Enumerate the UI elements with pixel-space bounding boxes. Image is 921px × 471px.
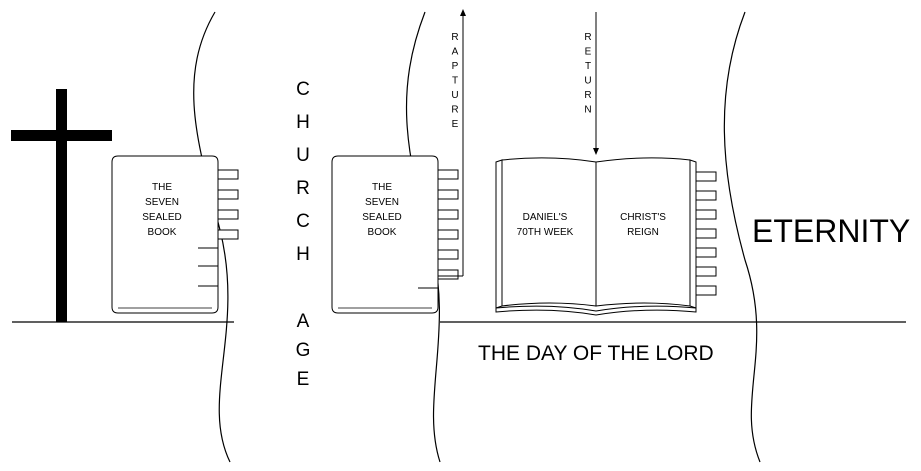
open-book-left-line-2: 70TH WEEK [517,227,574,238]
age-letter: E [297,369,310,390]
book-left-line-3: SEALED [142,212,181,223]
return-letter: N [584,105,591,116]
open-book-icon: DANIEL'S 70TH WEEK CHRIST'S REIGN [495,157,717,316]
rapture-letter: R [451,105,458,116]
closed-book-icon: THE SEVEN SEALED BOOK [111,155,239,314]
open-book-right-line-1: CHRIST'S [620,212,666,223]
church-letter: H [296,244,310,265]
church-letter: C [296,211,310,232]
age-label: AGE [296,311,311,390]
return-letter: T [585,61,591,72]
rapture-letter: A [452,47,459,58]
arrow-up-icon [438,9,466,277]
book-middle-line-4: BOOK [368,227,397,238]
book-left-line-1: THE [152,182,172,193]
open-book-right-line-2: REIGN [627,227,659,238]
rapture-letter: U [451,90,458,101]
return-letter: E [585,47,592,58]
age-letter: A [297,311,310,332]
book-middle-line-2: SEVEN [365,197,399,208]
arrow-down-icon [593,12,599,155]
church-letter: H [296,112,310,133]
rapture-letter: E [452,119,459,130]
rapture-letter: T [452,76,458,87]
open-book-left-line-1: DANIEL'S [523,212,568,223]
book-left-line-4: BOOK [148,227,177,238]
divider-wave-3 [723,11,761,463]
day-of-the-lord-label: THE DAY OF THE LORD [478,342,714,365]
return-letter: R [584,90,591,101]
church-letter: R [296,178,310,199]
cross-icon [11,89,112,322]
rapture-letter: R [451,32,458,43]
rapture-letter: P [452,61,459,72]
church-letter: C [296,79,310,100]
age-letter: G [296,340,311,361]
eternity-label: ETERNITY [752,213,910,249]
return-letter: U [584,76,591,87]
book-middle-line-3: SEALED [362,212,401,223]
book-left-line-2: SEVEN [145,197,179,208]
closed-book-icon: THE SEVEN SEALED BOOK [331,155,459,314]
return-letter: R [584,32,591,43]
book-middle-line-1: THE [372,182,392,193]
church-letter: U [296,145,310,166]
